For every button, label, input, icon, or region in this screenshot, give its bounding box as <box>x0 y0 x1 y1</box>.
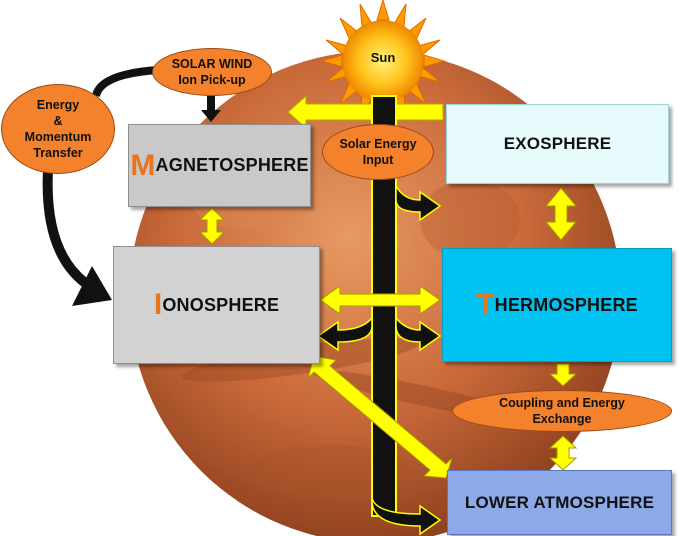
energy-transfer-oval: Energy & Momentum Transfer <box>1 84 115 174</box>
magneto-iono-arrow <box>198 207 226 245</box>
solar-energy-input-oval: Solar Energy Input <box>322 124 434 180</box>
iono-thermo-arrow <box>319 285 441 315</box>
lower-atmosphere-label: LOWER ATMOSPHERE <box>464 492 655 512</box>
thermo-to-coupling-arrow <box>548 363 578 387</box>
thermosphere-label: HERMOSPHERE <box>494 294 638 315</box>
ionosphere-label: ONOSPHERE <box>162 294 280 315</box>
sun-label: Sun <box>370 50 396 65</box>
sun-to-magnetosphere-arrow <box>287 94 444 130</box>
solarwind-to-magnetosphere-arrow <box>201 96 221 122</box>
thermosphere-initial: T <box>476 288 495 321</box>
energy-transfer-arrow <box>42 66 159 306</box>
solar-wind-oval: SOLAR WIND Ion Pick-up <box>152 48 272 96</box>
exosphere-box: EXOSPHERE <box>446 104 669 184</box>
magnetosphere-label: AGNETOSPHERE <box>155 155 309 175</box>
ionosphere-initial: I <box>153 288 163 321</box>
iono-lower-diagonal-arrow <box>307 355 453 479</box>
magnetosphere-initial: M <box>130 148 156 182</box>
coupling-oval: Coupling and Energy Exchange <box>452 390 672 432</box>
exo-thermo-arrow <box>544 187 578 241</box>
lower-atmosphere-box: LOWER ATMOSPHERE <box>447 470 672 535</box>
exosphere-label: EXOSPHERE <box>503 134 612 153</box>
